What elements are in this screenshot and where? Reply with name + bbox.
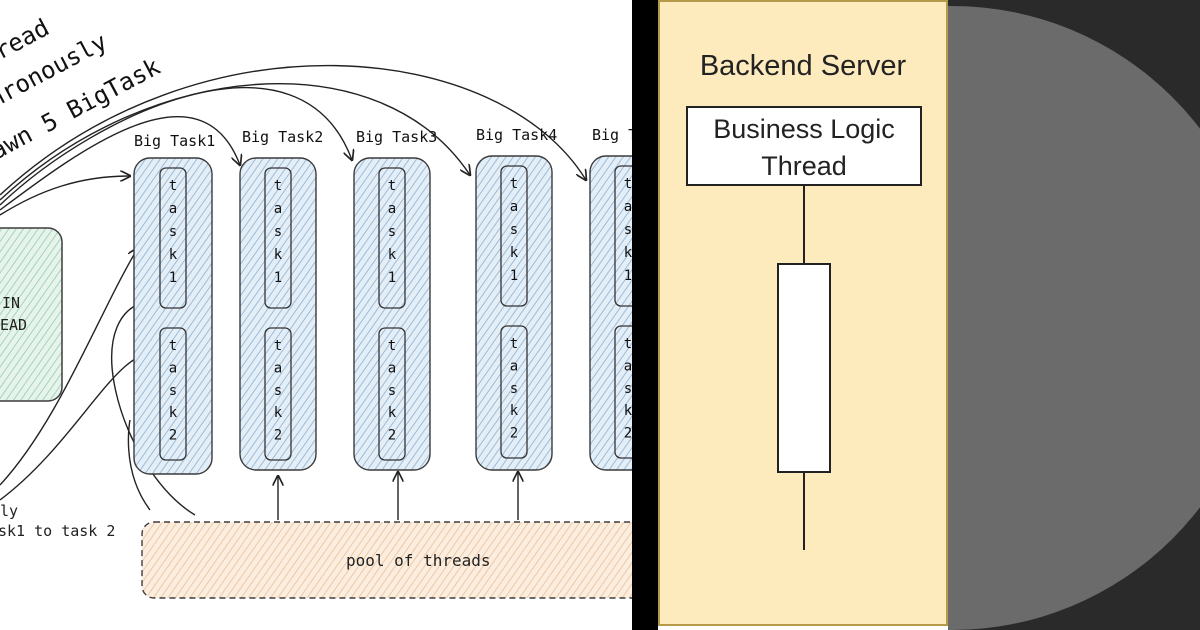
big-task-label: Big Task1 (134, 132, 215, 150)
note-line-1: ly (0, 502, 18, 520)
subtask-pill (378, 327, 406, 461)
subtask-char: k (388, 247, 397, 263)
pool-arrows (278, 472, 518, 520)
divider-band (632, 0, 658, 630)
activation-bar (777, 263, 831, 473)
subtask-char: 1 (510, 268, 518, 284)
thread-pool-diagram: read hronously awn 5 BigTask IN EAD Big … (0, 13, 632, 599)
main-thread-box (0, 227, 63, 402)
business-logic-box: Business Logic Thread (686, 106, 922, 186)
subtask-pill (500, 325, 528, 459)
subtask-char: k (510, 403, 519, 419)
subtask-char: 2 (624, 426, 632, 442)
subtask-char: s (169, 224, 177, 240)
subtask-char: k (274, 247, 283, 263)
decor-circle (948, 6, 1200, 630)
subtask-char: 1 (169, 270, 177, 286)
subtask-char: t (510, 336, 518, 352)
subtask-char: a (274, 360, 282, 376)
subtask-char: 1 (624, 268, 632, 284)
subtask-char: a (388, 360, 396, 376)
subtask-char: s (624, 222, 632, 238)
subtask-char: t (274, 178, 282, 194)
big-task-label: Big T (592, 126, 632, 144)
subtask-pill (614, 325, 632, 459)
subtask-char: a (169, 360, 177, 376)
subtask-char: k (624, 403, 632, 419)
note-line-2: sk1 to task 2 (0, 522, 115, 540)
subtask-pill (264, 167, 292, 309)
lifeline-svg (777, 186, 831, 550)
subtask-char: t (388, 178, 396, 194)
diagram-canvas: read hronously awn 5 BigTask IN EAD Big … (0, 13, 632, 599)
subtask-char: 2 (274, 428, 282, 444)
subtask-char: a (510, 358, 518, 374)
main-thread-label-2: EAD (0, 316, 27, 334)
subtask-char: a (388, 201, 396, 217)
subtask-char: t (624, 176, 632, 192)
subtask-char: a (169, 201, 177, 217)
subtask-char: k (274, 405, 283, 421)
big-task-box (475, 155, 553, 471)
subtask-char: a (624, 199, 632, 215)
subtask-char: 2 (510, 426, 518, 442)
big-task-label: Big Task2 (242, 128, 323, 146)
backend-server-panel: Backend Server Business Logic Thread (658, 0, 948, 626)
subtask-char: s (274, 224, 282, 240)
subtask-char: k (388, 405, 397, 421)
subtask-char: s (624, 381, 632, 397)
server-title: Backend Server (699, 50, 907, 82)
big-task-label: Big Task4 (476, 126, 557, 144)
subtask-pill (159, 167, 187, 309)
subtask-char: t (388, 338, 396, 354)
big-task-label: Big Task3 (356, 128, 437, 146)
subtask-char: a (274, 201, 282, 217)
subtask-char: s (274, 383, 282, 399)
pool-label: pool of threads (346, 551, 491, 570)
subtask-char: a (624, 358, 632, 374)
subtask-char: k (169, 247, 178, 263)
subtask-pill (159, 327, 187, 461)
subtask-pill (500, 165, 528, 307)
subtask-char: a (510, 199, 518, 215)
dark-decor-panel (948, 0, 1200, 630)
pool-of-threads-box (141, 521, 632, 599)
subtask-char: t (624, 336, 632, 352)
subtask-char: 1 (274, 270, 282, 286)
subtask-char: k (510, 245, 519, 261)
main-thread-label-1: IN (2, 294, 20, 312)
logic-line-2: Thread (761, 151, 847, 181)
subtask-char: s (510, 381, 518, 397)
subtask-char: t (274, 338, 282, 354)
subtask-char: s (388, 224, 396, 240)
big-task-box (133, 157, 213, 475)
subtask-char: k (624, 245, 632, 261)
decor-circle-svg (948, 6, 1200, 630)
subtask-char: t (510, 176, 518, 192)
logic-line-1: Business Logic (713, 114, 895, 144)
big-task-box (239, 157, 317, 471)
big-task-box (353, 157, 431, 471)
subtask-pill (614, 165, 632, 307)
spawn-arrows (0, 64, 586, 516)
subtask-char: t (169, 178, 177, 194)
subtask-char: s (510, 222, 518, 238)
subtask-char: k (169, 405, 178, 421)
subtask-char: s (388, 383, 396, 399)
subtask-char: t (169, 338, 177, 354)
subtask-char: 1 (388, 270, 396, 286)
subtask-pill (378, 167, 406, 309)
subtask-pill (264, 327, 292, 461)
subtask-char: s (169, 383, 177, 399)
subtask-char: 2 (169, 428, 177, 444)
subtask-char: 2 (388, 428, 396, 444)
